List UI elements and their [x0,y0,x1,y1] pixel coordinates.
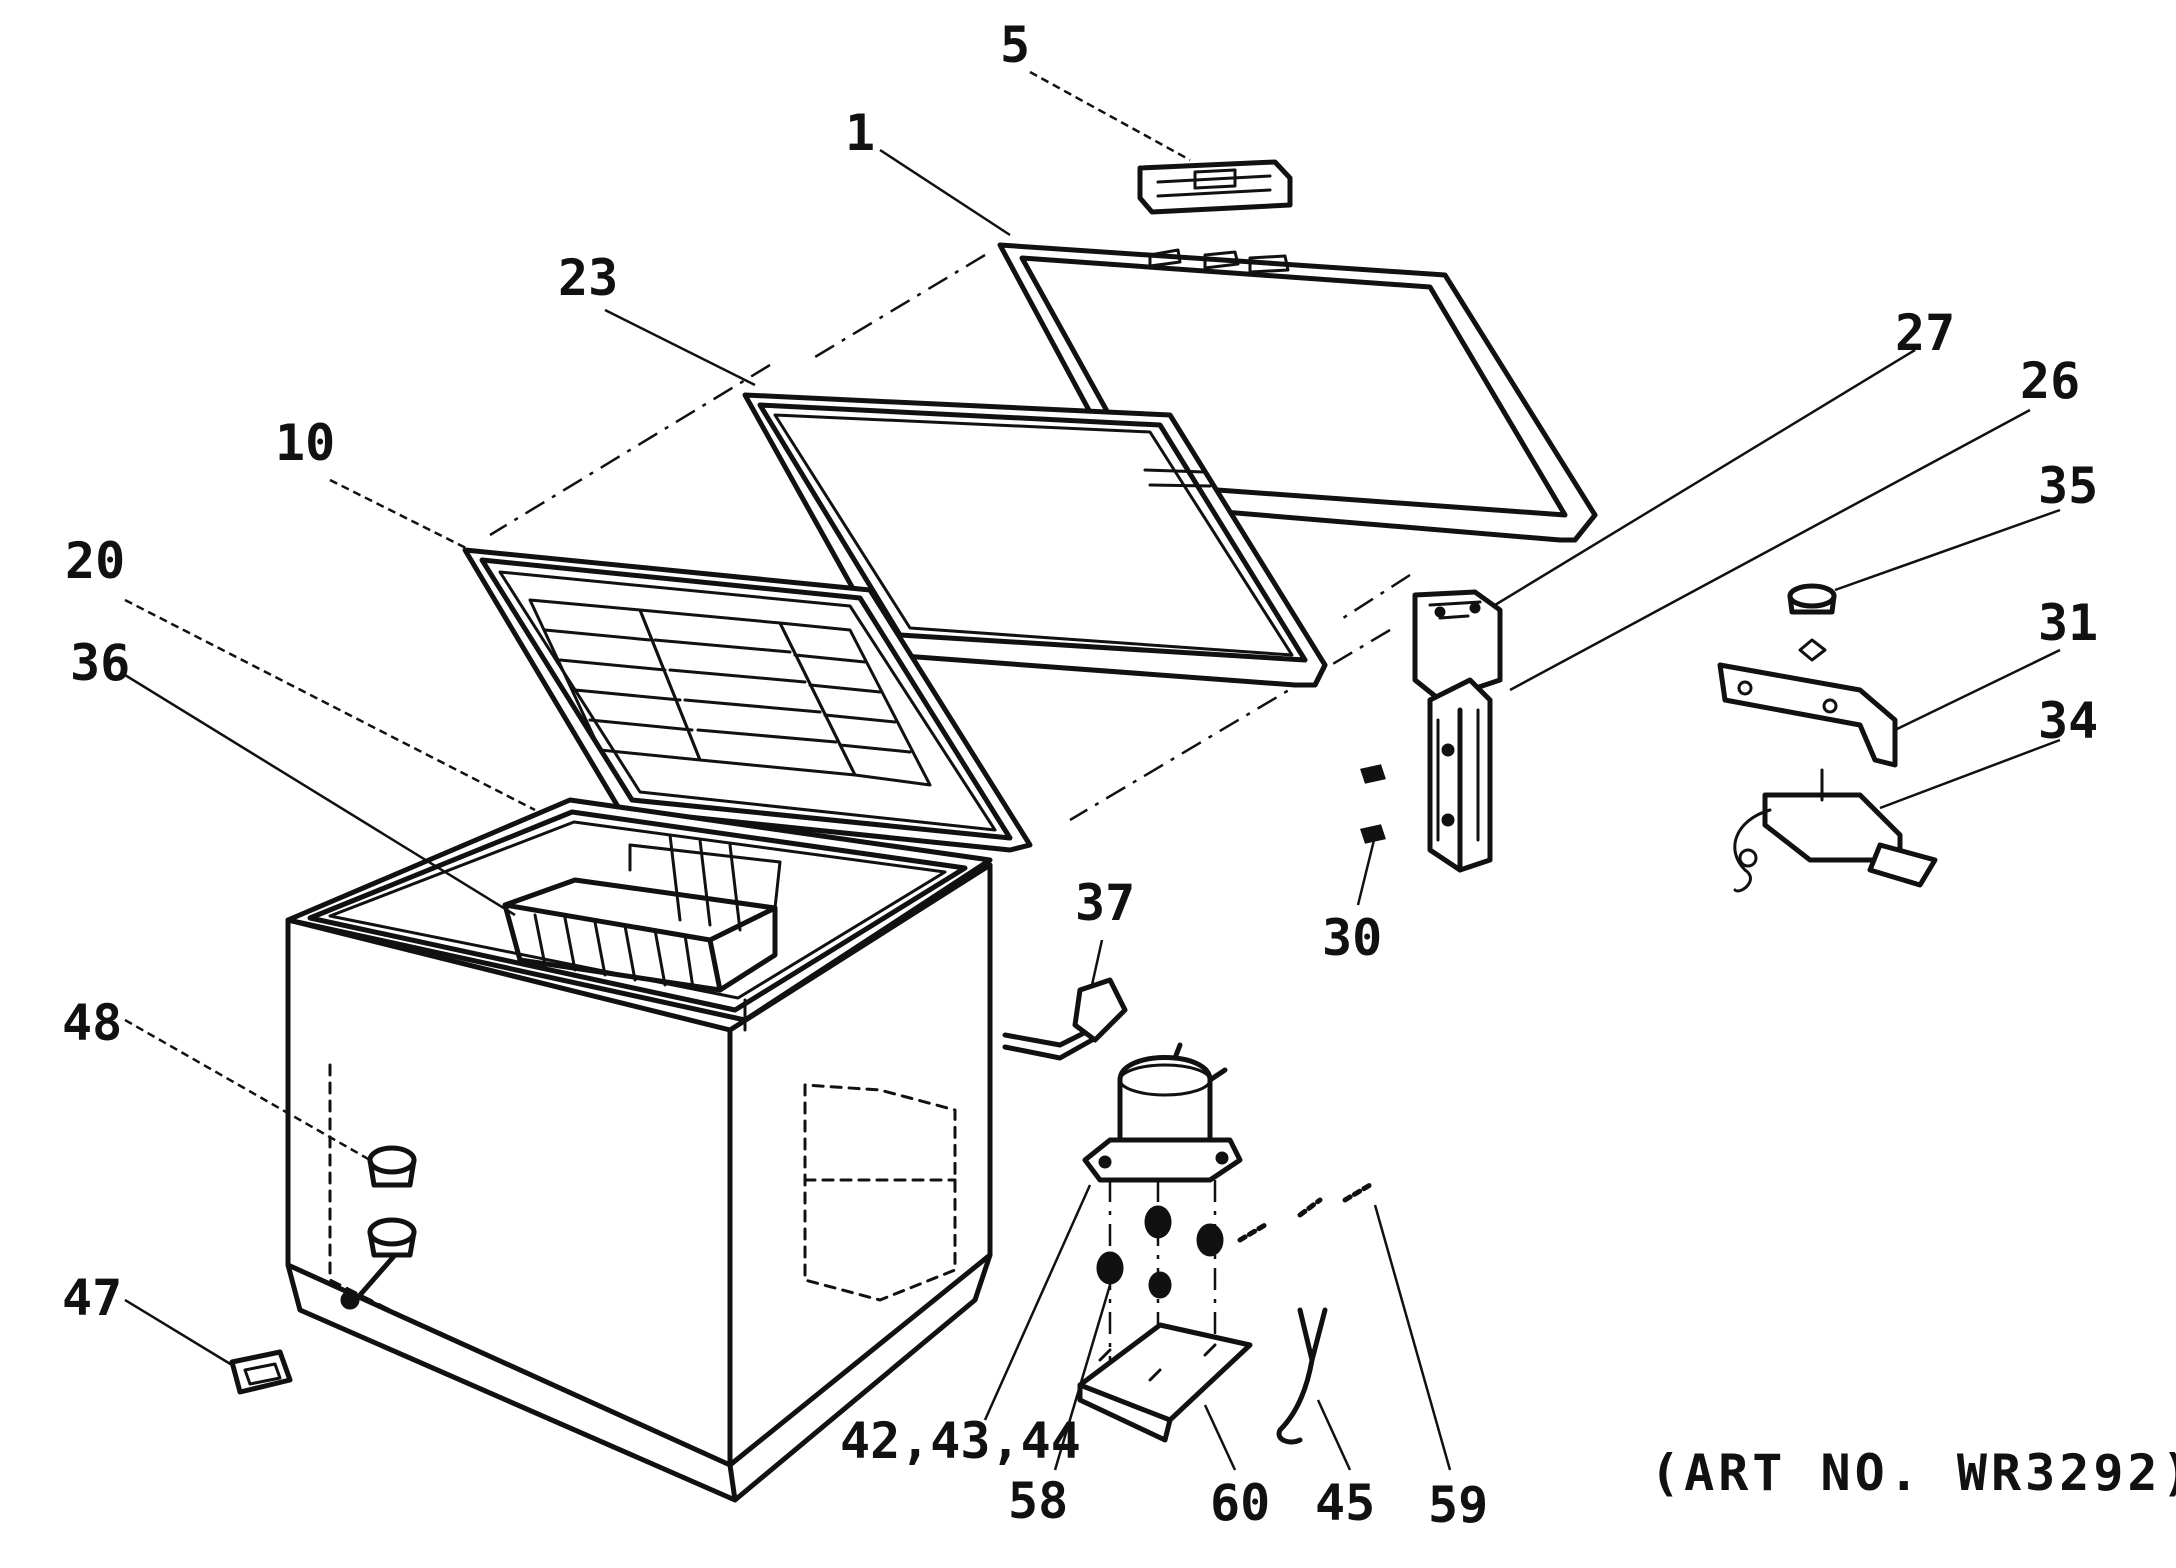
part-35-knob [1787,583,1837,662]
part-45-relay-clip [1276,1307,1328,1445]
callout-1: 1 [845,104,875,162]
callout-59: 59 [1428,1476,1488,1534]
callout-26: 26 [2020,352,2080,410]
part-60-base-plate [1077,1322,1253,1443]
callout-10: 10 [275,414,335,472]
callout-23: 23 [558,249,618,307]
callout-20: 20 [65,532,125,590]
part-37-power-cord [1002,977,1128,1061]
callout-45: 45 [1315,1474,1375,1532]
callout-34: 34 [2038,692,2098,750]
callout-30: 30 [1322,909,1382,967]
part-42-compressor [1082,1042,1243,1183]
callout-31: 36 [70,634,130,692]
part-26-hinge [1427,677,1493,873]
callout-58: 58 [1008,1472,1068,1530]
part-48-drain-cap [340,1145,417,1310]
callout-42-43-44: 42,43,44 [840,1412,1081,1470]
callout-35: 35 [2038,457,2098,515]
part-47-drain-plug [229,1349,293,1395]
part-34-thermostat [1733,768,1938,893]
callout-48: 48 [62,994,122,1052]
leader-lines [124,70,2061,1471]
part-10-lid-gasket [462,547,1033,853]
part-27-hinge-bracket [1412,589,1503,703]
part-31-basket [502,833,782,993]
part-36-mounting-bracket [1717,662,1898,768]
art-number: (ART NO. WR3292) [1650,1444,2176,1502]
callout-labels: 5 1 23 27 26 10 35 20 31 36 34 37 30 48 … [62,16,2176,1534]
part-20-cabinet [285,797,993,1503]
callout-36: 31 [2038,594,2098,652]
callout-27: 27 [1895,304,1955,362]
part-30-hinge-screws [1360,764,1386,844]
callout-37: 37 [1075,874,1135,932]
callout-5: 5 [1000,16,1030,74]
part-58-grommets [1096,1180,1224,1360]
part-59-studs [1237,1182,1373,1243]
part-5-lid-handle [1137,159,1293,215]
callout-60: 60 [1210,1474,1270,1532]
callout-47: 47 [62,1269,122,1327]
